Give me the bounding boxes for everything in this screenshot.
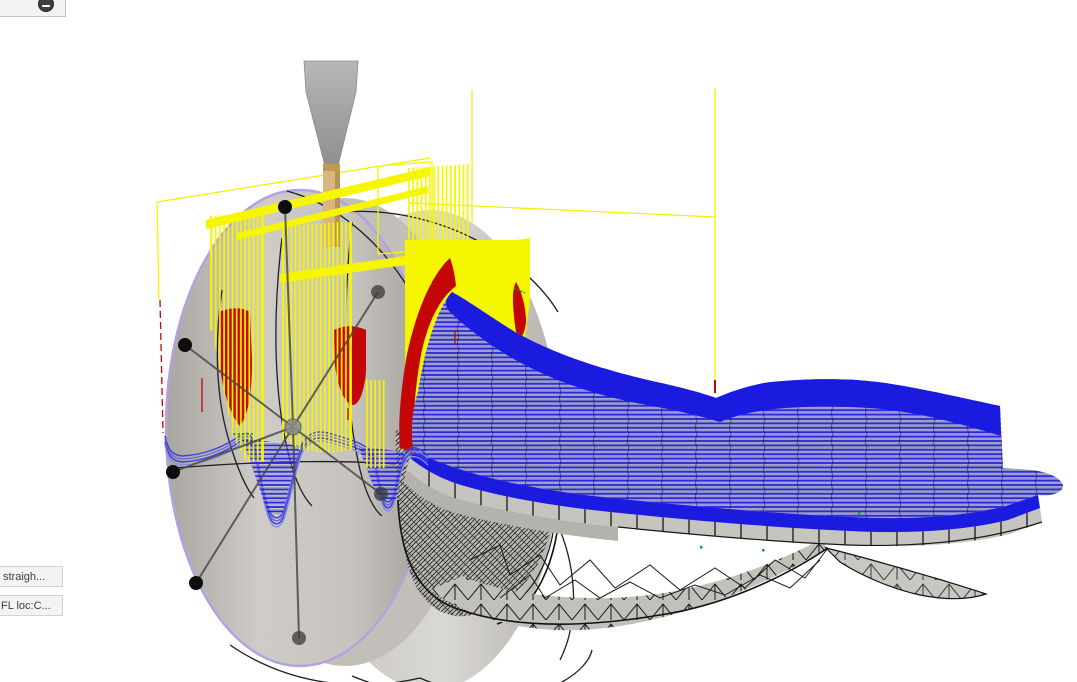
green-lead-marks xyxy=(233,287,526,435)
top-toolbar-panel xyxy=(0,0,66,17)
rotation-manipulator[interactable] xyxy=(166,200,388,645)
minus-circle-icon xyxy=(42,5,50,8)
tool-shank-cap xyxy=(323,164,340,171)
collapse-button[interactable] xyxy=(38,0,54,12)
tail-fin-wireframe xyxy=(826,548,986,599)
tool-shank-shade xyxy=(335,164,340,247)
manipulator-handles-front[interactable] xyxy=(166,200,292,590)
yellow-stripes-pocket1 xyxy=(210,212,264,462)
part-bottom-silhouette xyxy=(397,499,829,625)
edge-label-straight[interactable]: straigh... xyxy=(0,566,63,587)
green-specks xyxy=(700,512,861,552)
manipulator-spokes xyxy=(172,206,382,639)
blue-bottom-band xyxy=(410,452,1040,533)
blue-top-band xyxy=(445,292,1002,436)
edge-label-fl-loc[interactable]: FL loc:C... xyxy=(0,595,63,616)
yellow-stripes-pocket2 xyxy=(282,221,352,453)
toolpath-cut-blue[interactable] xyxy=(164,292,1064,533)
manipulator-center-node[interactable] xyxy=(284,418,302,436)
red-crescent-small xyxy=(513,282,526,340)
scallop-step-band xyxy=(404,458,1043,547)
toolpath-rapid-lines-front[interactable] xyxy=(233,88,861,552)
red-retract-lines xyxy=(159,299,456,434)
yellow-stripes-upper xyxy=(408,164,470,240)
red-crescent xyxy=(399,258,456,452)
skirt-triangles xyxy=(469,544,829,599)
yellow-stripes-pocket3 xyxy=(364,380,386,468)
manipulator-handles-back[interactable] xyxy=(292,285,388,645)
tool-holder-cone xyxy=(303,60,359,167)
skirt-wireframe xyxy=(430,540,828,631)
